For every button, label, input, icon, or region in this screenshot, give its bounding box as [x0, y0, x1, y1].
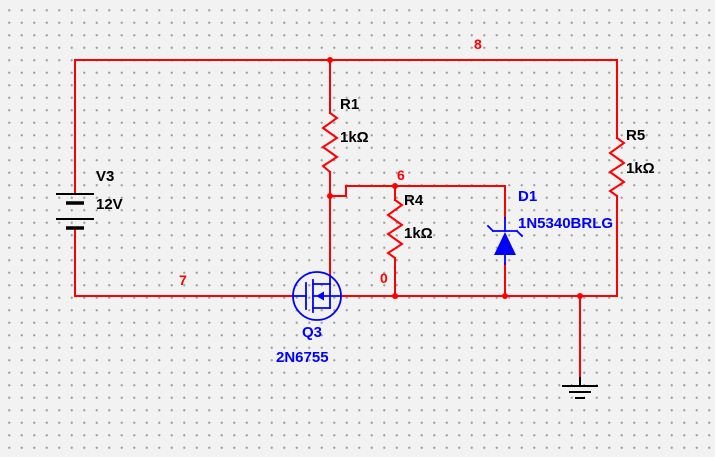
component-value-V3[interactable]: 12V — [96, 196, 123, 213]
component-value-Q3[interactable]: 2N6755 — [276, 349, 329, 366]
resistor-R1-symbol[interactable] — [321, 111, 339, 174]
wire-net-7[interactable] — [74, 227, 294, 297]
net-label-6[interactable]: 6 — [397, 167, 405, 183]
component-value-R1[interactable]: 1kΩ — [340, 129, 369, 146]
component-value-R4[interactable]: 1kΩ — [404, 225, 433, 242]
component-ref-R4[interactable]: R4 — [404, 192, 424, 209]
ground-symbol[interactable] — [562, 377, 598, 399]
wire-net-0[interactable] — [340, 195, 618, 379]
battery-V3-symbol[interactable] — [56, 193, 94, 230]
junction-dots — [327, 57, 583, 299]
net-label-7[interactable]: 7 — [179, 272, 187, 288]
resistor-R4-symbol[interactable] — [386, 198, 404, 260]
wire-net-8[interactable] — [74, 59, 618, 195]
net-label-0[interactable]: 0 — [380, 270, 388, 286]
wire-net-6[interactable] — [329, 171, 506, 277]
component-ref-R5[interactable]: R5 — [626, 127, 646, 144]
mosfet-Q3-symbol[interactable] — [292, 271, 342, 321]
component-value-D1[interactable]: 1N5340BRLG — [518, 215, 614, 232]
component-ref-R1[interactable]: R1 — [340, 96, 360, 113]
component-ref-Q3[interactable]: Q3 — [302, 324, 323, 341]
component-ref-V3[interactable]: V3 — [96, 168, 115, 185]
resistor-R5-symbol[interactable] — [608, 136, 626, 198]
net-label-8[interactable]: 8 — [474, 36, 482, 52]
component-value-R5[interactable]: 1kΩ — [626, 160, 655, 177]
component-ref-D1[interactable]: D1 — [518, 188, 538, 205]
zener-diode-D1-symbol[interactable] — [486, 217, 524, 265]
